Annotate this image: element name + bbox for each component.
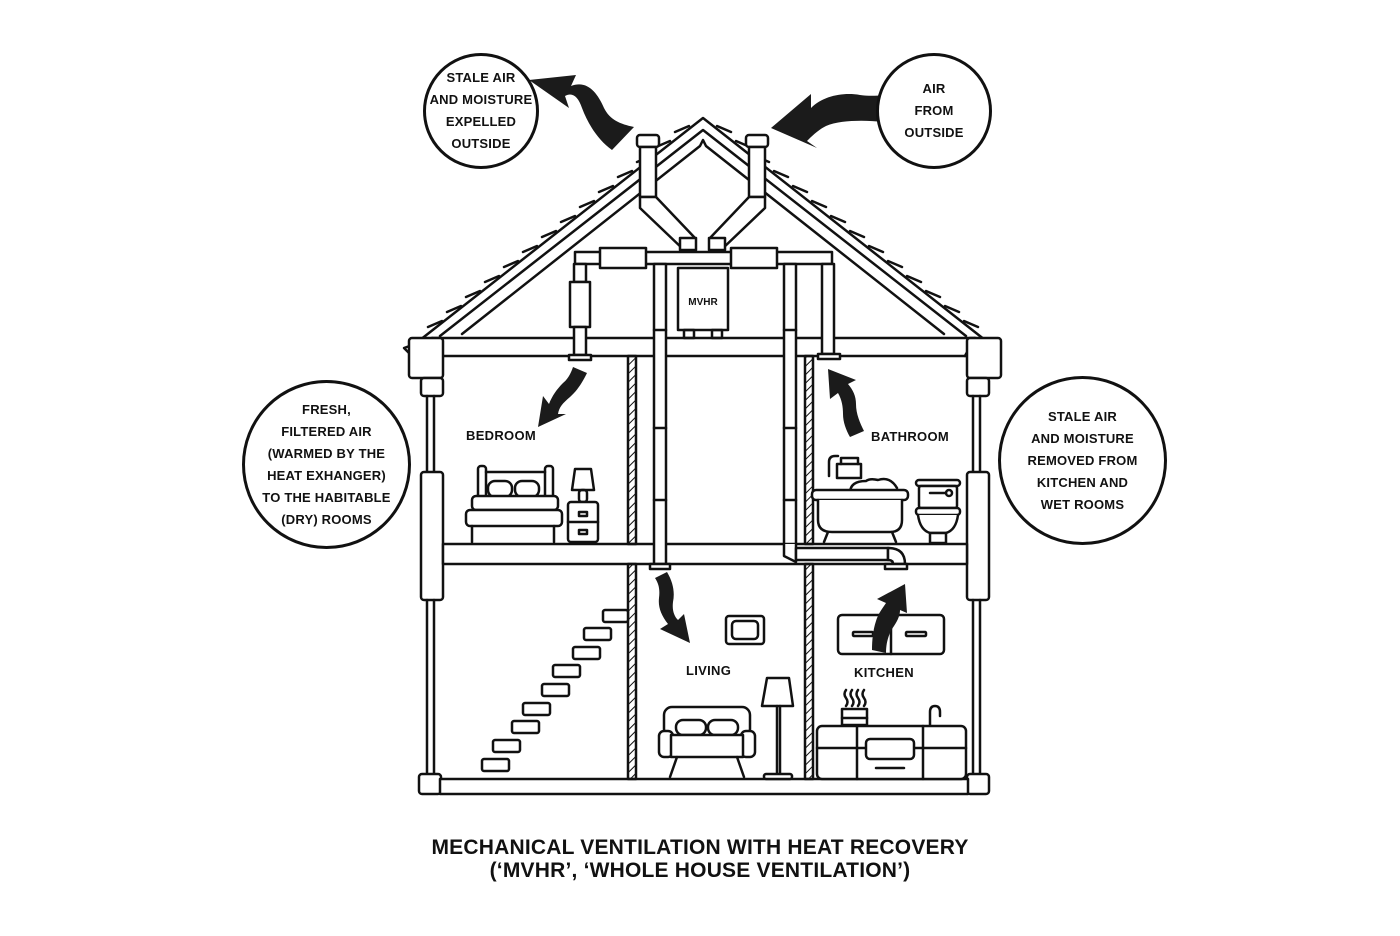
callout-line: (WARMED BY THE — [267, 445, 386, 461]
callout-line: EXPELLED — [445, 114, 517, 129]
diagram-caption-line-2: (‘MVHR’, ‘WHOLE HOUSE VENTILATION’) — [489, 859, 911, 882]
callout-line: REMOVED FROM — [1027, 452, 1138, 468]
floor-lamp-icon — [760, 676, 795, 781]
callout-line: (DRY) ROOMS — [281, 511, 372, 527]
bathtub-icon — [810, 454, 910, 544]
diagram-caption-line-1: MECHANICAL VENTILATION WITH HEAT RECOVER… — [431, 836, 969, 859]
callout-line: KITCHEN AND — [1036, 474, 1129, 490]
arrow-stale-exhaust — [529, 75, 634, 150]
callout-line: WET ROOMS — [1040, 496, 1125, 512]
arrow-extract-kitchen — [872, 584, 907, 653]
toilet-icon — [914, 478, 962, 545]
callout-stale-air-expelled: STALE AIR AND MOISTURE EXPELLED OUTSIDE — [423, 53, 539, 169]
callout-line: FILTERED AIR — [281, 423, 372, 439]
arrow-fresh-bedroom — [538, 367, 587, 427]
cooking-pot-icon — [840, 688, 869, 727]
room-label-bedroom: BEDROOM — [466, 428, 536, 443]
kitchen-counter-icon — [815, 724, 968, 781]
callout-line: FRESH, — [302, 401, 351, 417]
roof-tiles-left — [426, 124, 691, 329]
callout-line: TO THE HABITABLE — [262, 489, 391, 505]
callout-line: FROM — [914, 103, 954, 118]
arrow-fresh-intake — [771, 94, 883, 148]
callout-line: AND MOISTURE — [1031, 430, 1134, 446]
callout-line: AIR — [922, 81, 946, 96]
bed-icon — [464, 464, 564, 544]
callout-fresh-filtered-air: FRESH, FILTERED AIR (WARMED BY THE HEAT … — [242, 380, 411, 549]
arrow-fresh-living — [655, 572, 690, 643]
callout-line: STALE AIR — [446, 70, 516, 85]
callout-line: AND MOISTURE — [429, 92, 533, 107]
ductwork — [567, 133, 909, 571]
callout-line: OUTSIDE — [451, 136, 511, 151]
tap-icon — [928, 704, 942, 728]
roof-tiles-right — [715, 124, 980, 329]
room-label-bathroom: BATHROOM — [871, 429, 949, 444]
callout-stale-air-removed: STALE AIR AND MOISTURE REMOVED FROM KITC… — [998, 376, 1167, 545]
mvhr-unit-label: MVHR — [688, 297, 718, 308]
sofa-icon — [657, 705, 757, 779]
room-label-living: LIVING — [686, 663, 732, 678]
arrow-extract-bathroom — [828, 369, 864, 437]
picture-frame-icon — [724, 614, 766, 646]
internal-walls — [626, 354, 815, 781]
outer-walls — [407, 336, 1003, 796]
room-label-kitchen: KITCHEN — [854, 665, 914, 680]
callout-line: OUTSIDE — [904, 125, 964, 140]
bedside-lamp-icon — [566, 467, 600, 544]
callout-line: HEAT EXHANGER) — [267, 467, 386, 483]
callout-line: STALE AIR — [1048, 408, 1117, 424]
staircase-icon — [480, 608, 630, 773]
callout-air-from-outside: AIR FROM OUTSIDE — [876, 53, 992, 169]
